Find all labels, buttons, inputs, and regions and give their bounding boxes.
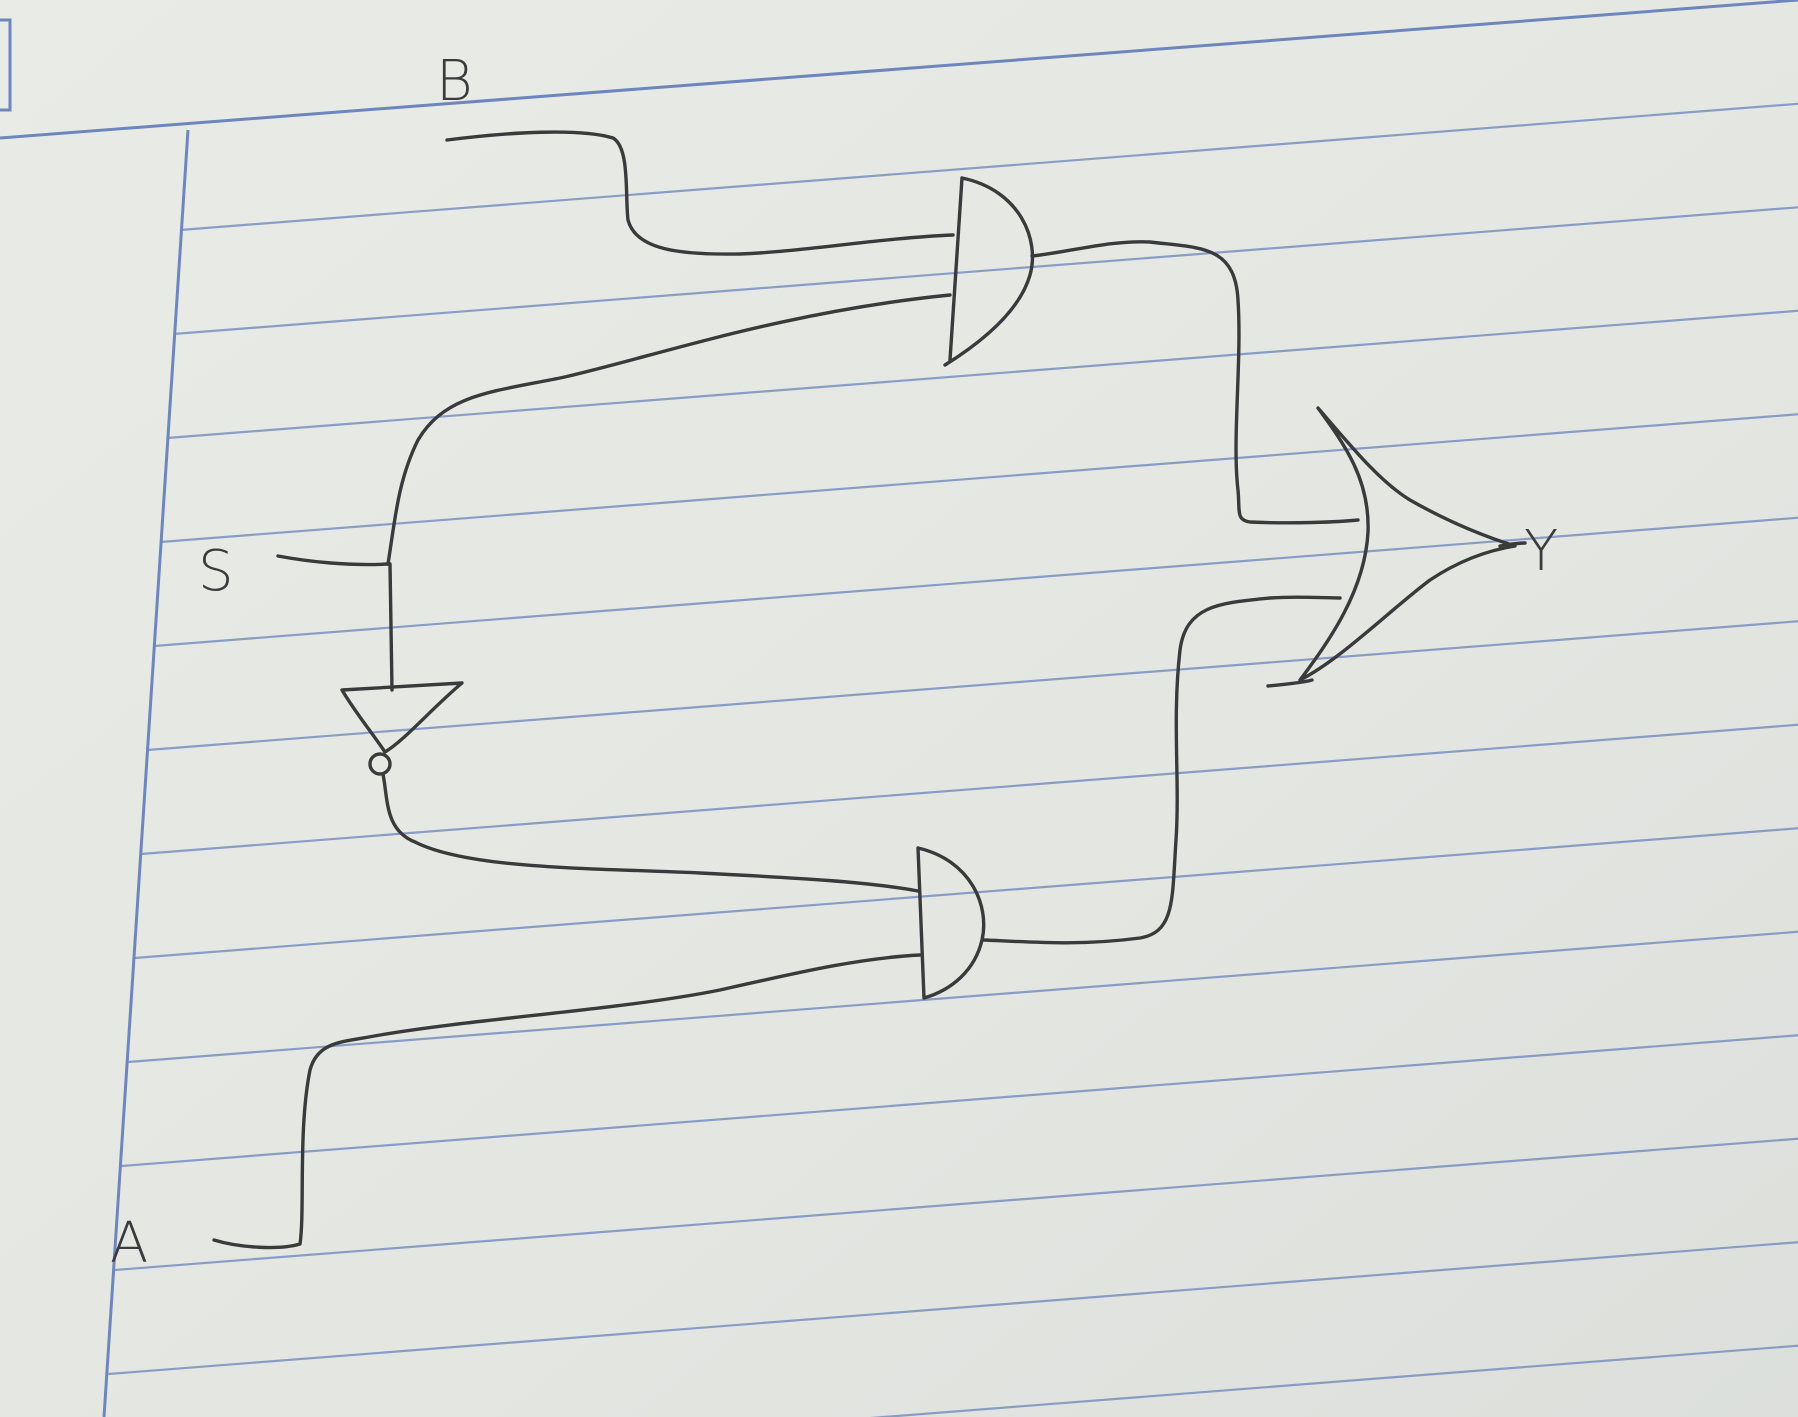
- wire-or-extra-stub: [1266, 678, 1314, 688]
- lower-and-gate: [916, 846, 986, 1000]
- label-a: A: [110, 1211, 148, 1276]
- not-gate: [340, 681, 464, 754]
- wire-upper-and-to-or: [1030, 240, 1360, 525]
- ruled-line: [108, 1241, 1798, 1376]
- top-margin-line: [0, 0, 1798, 140]
- ruled-line: [134, 827, 1798, 960]
- wire-a-to-lower-and: [212, 953, 922, 1250]
- wire-not-to-lower-and: [381, 772, 920, 893]
- label-s: S: [198, 539, 234, 604]
- wire-lower-and-to-or: [982, 595, 1342, 945]
- wire-s-to-upper-and: [386, 293, 952, 566]
- ruled-line: [140, 723, 1798, 856]
- ruled-line: [179, 102, 1798, 232]
- wire-s-input: [276, 554, 390, 567]
- wire-b-to-upper-and: [445, 130, 955, 256]
- label-b: B: [436, 49, 473, 114]
- ruled-line: [147, 620, 1798, 752]
- ruled-line: [114, 1137, 1798, 1272]
- ruled-line: [153, 516, 1798, 648]
- page-corner-box: [0, 18, 12, 112]
- ruled-line: [869, 1344, 1798, 1417]
- wire-or-to-y: [1498, 541, 1527, 548]
- or-gate: [1298, 406, 1517, 682]
- ruled-line: [160, 413, 1798, 544]
- not-gate-bubble: [368, 752, 392, 776]
- ruled-line: [121, 1034, 1798, 1168]
- logic-circuit: [212, 130, 1527, 1250]
- label-y: Y: [1524, 519, 1558, 584]
- wire-s-to-not: [388, 562, 394, 692]
- ruled-line: [127, 930, 1798, 1064]
- upper-and-gate: [943, 176, 1035, 367]
- left-margin-line: [102, 129, 190, 1417]
- ruled-line: [173, 206, 1798, 336]
